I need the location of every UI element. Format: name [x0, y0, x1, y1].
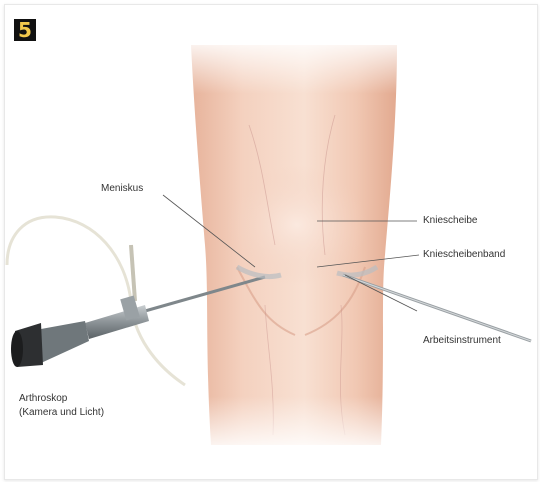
illustration-card: 5 Meniskus Kniescheibe Kniescheibenband … — [4, 4, 538, 480]
label-arthroskop: Arthroskop — [19, 393, 67, 404]
label-arbeitsinstrument: Arbeitsinstrument — [423, 335, 501, 346]
label-kniescheibenband: Kniescheibenband — [423, 249, 505, 260]
label-kniescheibe: Kniescheibe — [423, 215, 477, 226]
label-arthroskop-subtitle: (Kamera und Licht) — [19, 407, 104, 418]
label-meniskus: Meniskus — [101, 183, 143, 194]
step-number-badge: 5 — [14, 19, 36, 41]
leg-shape — [5, 35, 537, 455]
